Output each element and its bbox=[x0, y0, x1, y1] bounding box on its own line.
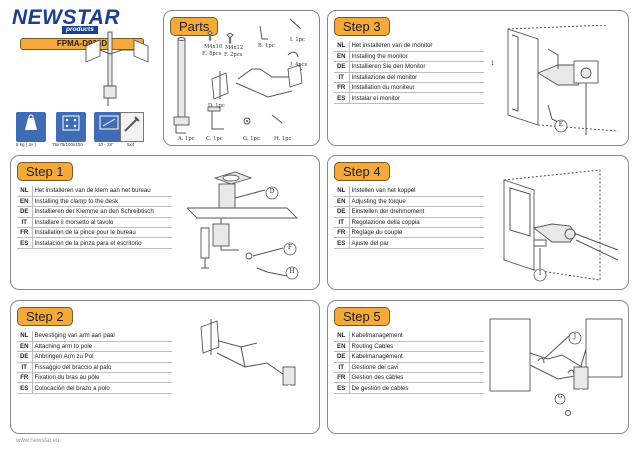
tool-box bbox=[120, 112, 144, 142]
spec-icons: 8 kg ( 2x ) 75x75/100x100 10 - 28" bbox=[16, 112, 142, 148]
product-image bbox=[85, 31, 149, 106]
callout-i-label: I bbox=[538, 270, 542, 277]
callout-f bbox=[283, 242, 297, 256]
brand-logo: NEWSTAR products bbox=[12, 6, 132, 38]
step-2-title: Step 2 bbox=[17, 307, 73, 326]
part-d-label: D. 1pc bbox=[208, 103, 225, 109]
screen-size-spec bbox=[94, 112, 124, 142]
parts-illustration: A. 1pc C. 1pc G. 1pc H. 1pc D. 1pc B. 1p… bbox=[173, 18, 308, 142]
weight-icon bbox=[25, 114, 37, 130]
part-e-label2: E. 8pcs bbox=[202, 51, 222, 57]
weight-label: 8 kg ( 2x ) bbox=[16, 142, 37, 147]
part-i-label: I. 1pc bbox=[290, 37, 305, 43]
weight-spec bbox=[16, 112, 46, 142]
brand-tagline: products bbox=[62, 26, 98, 34]
step-2-illustration bbox=[200, 319, 296, 425]
part-a-label: A. 1pc bbox=[177, 136, 195, 142]
screen-size-label: 10 - 28" bbox=[98, 142, 114, 147]
tool-icon bbox=[124, 116, 140, 132]
model-badge: FPMA-D935D bbox=[20, 38, 144, 50]
part-b-label: B. 1pc bbox=[258, 43, 275, 49]
vesa-spec bbox=[56, 112, 86, 142]
part-h-label: H. 1pc bbox=[274, 136, 291, 142]
step-4-illustration bbox=[503, 169, 619, 281]
tool-label: 5x4 bbox=[127, 142, 135, 147]
callout-f-label: F bbox=[287, 244, 293, 251]
callout-j-label: J bbox=[573, 333, 577, 340]
callout-e bbox=[554, 119, 568, 133]
callout-d-label: D bbox=[269, 188, 275, 195]
step-1-illustration bbox=[187, 171, 299, 277]
step-3-illustration: ↕ bbox=[490, 25, 619, 135]
callout-h bbox=[285, 266, 299, 280]
brand-name: NEWSTAR bbox=[12, 6, 121, 29]
vesa-measure: ↕ bbox=[490, 60, 495, 67]
callout-j bbox=[568, 331, 582, 345]
step-4-title: Step 4 bbox=[334, 162, 390, 181]
part-g-label: G. 1pc bbox=[243, 136, 260, 142]
callout-h-label: H bbox=[289, 268, 295, 275]
vesa-icon bbox=[62, 115, 80, 131]
step-5-title: Step 5 bbox=[334, 307, 390, 326]
callout-e-label: E bbox=[558, 121, 564, 128]
step-1-title: Step 1 bbox=[17, 162, 73, 181]
vesa-label: 75x75/100x100 bbox=[52, 142, 83, 147]
part-c-label: C. 1pc bbox=[206, 136, 223, 142]
callout-g-label: G bbox=[557, 394, 563, 400]
part-f-label2: F. 2pcs bbox=[224, 52, 243, 58]
part-j-label: J. 4pcs bbox=[289, 62, 308, 68]
callout-i bbox=[533, 268, 547, 282]
parts-panel: Parts A. 1pc C. 1pc G. 1pc H. 1 bbox=[163, 10, 320, 146]
part-e-label1: M4x10 bbox=[204, 44, 222, 50]
part-f-label1: M4x12 bbox=[225, 45, 243, 51]
callout-g bbox=[554, 393, 566, 405]
callout-d bbox=[265, 186, 279, 200]
screen-size-icon bbox=[99, 115, 119, 130]
step-3-title: Step 3 bbox=[334, 17, 390, 36]
step-5-illustration bbox=[489, 318, 623, 429]
website-footer: www.newstar.eu bbox=[16, 438, 60, 444]
parts-title: Parts bbox=[170, 17, 219, 36]
